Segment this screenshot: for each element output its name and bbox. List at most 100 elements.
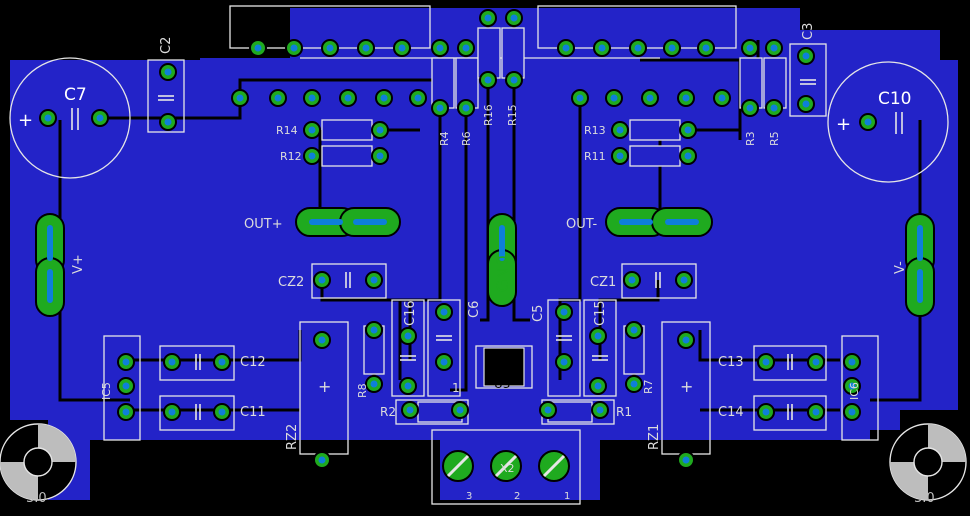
label-r7: R7 [642,379,655,394]
pad-hole [762,408,770,416]
pad-hole [484,76,492,84]
pad-hole [436,44,444,52]
pad-hole [344,94,352,102]
mounting-hole-left [0,423,77,501]
pad-hole [646,94,654,102]
pad-hole [44,114,52,122]
label-c7: C7 [64,85,87,105]
board-edge-dark-2 [800,8,920,30]
label-out-minus: OUT- [566,217,597,232]
label-cz1: CZ1 [590,275,616,290]
u3-chip [483,347,525,387]
label-rz1-plus: + [680,377,693,396]
pad-hole [308,126,316,134]
pad-hole [576,94,584,102]
pad-hole [864,118,872,126]
pad-hole [682,336,690,344]
label-u3-pin1: 1 [452,381,460,395]
label-x2: X2 [500,462,515,475]
pad-hole [560,308,568,316]
pad-hole [122,382,130,390]
label-terminal-3: 3 [466,491,472,502]
label-c13: C13 [718,355,744,370]
pad-hole [404,332,412,340]
label-c6: C6 [467,301,482,318]
label-hole-left: 3.0 [26,491,47,506]
label-gnd: GND [493,255,512,292]
pad-hole [616,126,624,134]
label-ic6: IC6 [848,382,861,400]
label-hole-right: 3.0 [914,491,935,506]
label-r5: R5 [768,131,781,146]
label-c15: C15 [593,300,608,326]
pad-hole [308,152,316,160]
pad-hole [668,44,676,52]
pad-hole [370,326,378,334]
pad-hole [598,44,606,52]
label-r4: R4 [438,131,451,146]
round-pads [39,9,877,469]
pad-hole [610,94,618,102]
label-r3: R3 [744,131,757,146]
label-c16: C16 [403,300,418,326]
pad-hole [484,14,492,22]
pad-hole [848,408,856,416]
pad-hole [96,114,104,122]
pad-hole [318,336,326,344]
pad-hole [634,44,642,52]
label-c11: C11 [240,405,266,420]
label-r8: R8 [356,383,369,398]
pad-hole [318,276,326,284]
label-u3: U3 [494,377,510,391]
pad-hole [812,358,820,366]
label-c5: C5 [531,305,546,322]
label-ic5: IC5 [100,382,113,400]
pad-hole [628,276,636,284]
label-r14: R14 [276,124,298,137]
pad-hole [560,358,568,366]
label-r11: R11 [584,150,606,163]
pad-hole [168,358,176,366]
pad-hole [680,276,688,284]
pad-hole [848,382,856,390]
pad-hole [770,104,778,112]
label-r15: R15 [506,104,519,126]
pad-hole [254,44,262,52]
pad-hole [630,380,638,388]
label-rz2-plus: + [318,377,331,396]
pad-hole [164,68,172,76]
pad-hole [510,76,518,84]
pad-hole [462,44,470,52]
pad-hole [380,94,388,102]
label-r16: R16 [482,104,495,126]
pad-hole [812,408,820,416]
pad-hole [404,382,412,390]
pad-hole [544,406,552,414]
pad-hole [218,358,226,366]
label-r12: R12 [280,150,302,163]
pad-hole [318,456,326,464]
label-rz1: RZ1 [647,424,662,450]
pad-hole [168,408,176,416]
pad-hole [370,276,378,284]
pad-hole [274,94,282,102]
pad-hole [616,152,624,160]
pad-hole [376,152,384,160]
pad-hole [596,406,604,414]
board-edge-dark [0,0,290,58]
label-v-plus: V+ [71,254,86,274]
pad-hole [218,408,226,416]
pad-hole [436,104,444,112]
label-terminal-2: 2 [514,491,520,502]
pad-hole [376,126,384,134]
pad-hole [630,326,638,334]
pad-hole [398,44,406,52]
pad-hole [510,14,518,22]
label-c10-plus: + [836,114,851,135]
pad-hole [440,308,448,316]
pad-hole [702,44,710,52]
label-c10: C10 [878,89,912,109]
cap-symbols [71,79,903,420]
pad-hole [682,94,690,102]
